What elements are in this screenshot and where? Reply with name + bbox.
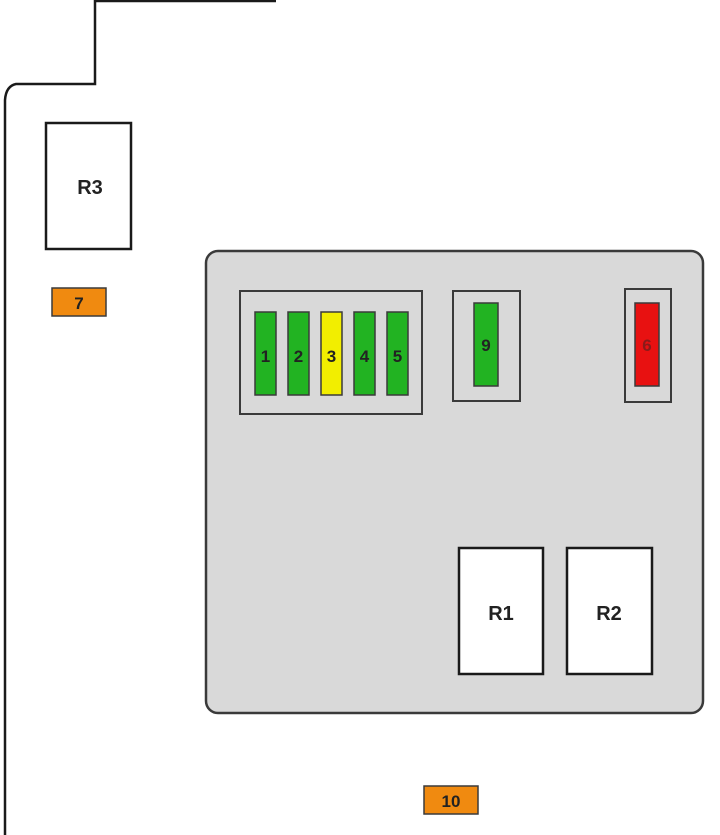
fuse-6-label: 6 [642, 336, 651, 355]
relay-r2: R2 [565, 546, 654, 676]
fuse-2-label: 2 [294, 347, 303, 366]
relay-r3: R3 [44, 121, 133, 251]
fuse-panel: 1 2 3 4 5 9 6 [204, 249, 705, 715]
fuse-9-label: 9 [481, 336, 490, 355]
fuse-3: 3 [320, 311, 343, 396]
fuse-1-label: 1 [261, 347, 270, 366]
fuse-10: 10 [423, 785, 479, 815]
fuse-1: 1 [254, 311, 277, 396]
fuse-9: 9 [473, 302, 499, 387]
fuse-5: 5 [386, 311, 409, 396]
fuse-2: 2 [287, 311, 310, 396]
relay-r2-label: R2 [596, 603, 622, 625]
relay-r1-label: R1 [488, 603, 514, 625]
relay-r1: R1 [457, 546, 545, 676]
fuse-7: 7 [51, 287, 107, 317]
fuse-3-label: 3 [327, 347, 336, 366]
fuse-4: 4 [353, 311, 376, 396]
fuse-7-label: 7 [74, 294, 83, 313]
enclosure-outline [3, 0, 276, 835]
fuse-5-label: 5 [393, 347, 402, 366]
relay-r3-label: R3 [77, 177, 103, 199]
fuse-4-label: 4 [360, 347, 370, 366]
fuse-6: 6 [634, 302, 660, 387]
fuse-10-label: 10 [442, 792, 461, 811]
